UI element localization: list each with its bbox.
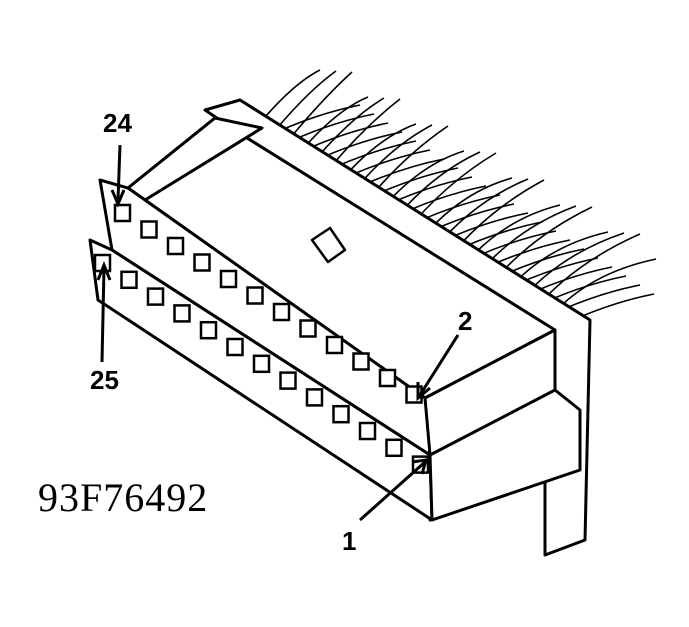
leader-lines [96, 144, 460, 522]
pin-label-24: 24 [103, 108, 132, 138]
terminal-slot [272, 302, 291, 322]
pin-label-2: 2 [458, 306, 473, 336]
terminal-slot [279, 371, 297, 390]
terminal-slot [252, 354, 271, 374]
terminal-slot [199, 320, 218, 340]
terminal-slot [358, 421, 377, 441]
latch-tab [310, 226, 347, 264]
pin-label-1: 1 [342, 526, 357, 556]
terminal-slot [378, 368, 397, 388]
terminal-slot [146, 287, 165, 306]
terminal-slot [299, 319, 317, 338]
figure-id: 93F76492 [38, 475, 209, 520]
leader-2 [418, 334, 460, 396]
terminal-slot [325, 335, 344, 355]
pin-label-25: 25 [90, 365, 119, 395]
terminal-slot [352, 352, 370, 371]
terminal-slot [226, 337, 244, 357]
terminal-slot [166, 236, 185, 256]
terminal-slot [193, 253, 211, 272]
terminal-slot [246, 286, 264, 305]
terminal-slot [305, 388, 324, 407]
terminal-slot [173, 304, 191, 323]
leader-24 [116, 144, 122, 201]
leader-25 [100, 267, 106, 363]
arrow-2 [416, 382, 431, 402]
arrow-24 [110, 189, 126, 208]
terminal-slot [120, 270, 138, 290]
arrow-25 [96, 260, 112, 281]
terminal-slot [140, 220, 158, 239]
arrow-1 [411, 458, 429, 475]
terminal-slot [385, 438, 403, 458]
terminal-slot [332, 404, 350, 424]
terminal-slot [219, 269, 238, 289]
terminal-slot [113, 203, 132, 223]
lower-ledge [428, 388, 582, 522]
leader-1 [359, 460, 426, 522]
